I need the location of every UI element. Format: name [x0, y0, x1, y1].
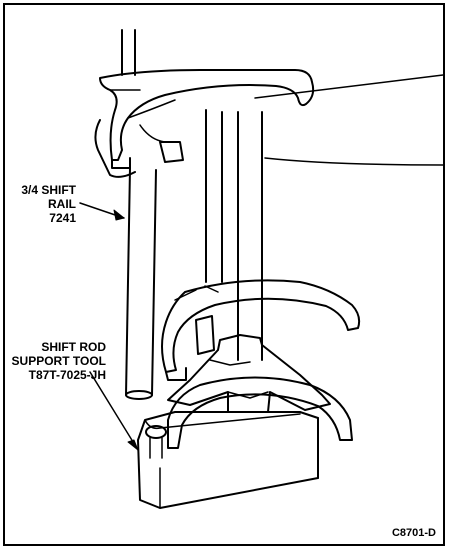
rail-label: 3/4 SHIFT RAIL 7241 [10, 183, 76, 225]
tool-label: SHIFT ROD SUPPORT TOOL T87T-7025-JH [6, 340, 106, 382]
tool-label-line1: SHIFT ROD [41, 340, 106, 354]
figure-frame [3, 3, 445, 546]
tool-leader-line [89, 371, 139, 451]
rail-label-line2: RAIL [48, 197, 76, 211]
housing-line-upper [254, 74, 444, 99]
housing-outline [94, 119, 136, 178]
housing-line-lower [264, 157, 444, 166]
lower-shift-fork [161, 279, 361, 381]
support-tool-upright [167, 334, 331, 413]
shift-rail-center [205, 109, 223, 283]
rail-label-line3: 7241 [49, 211, 76, 225]
shift-rail-3-4 [121, 29, 157, 400]
rail-leader-arrow [113, 209, 125, 221]
upper-shift-fork [99, 69, 315, 169]
figure-code: C8701-D [391, 527, 436, 539]
shift-rod-support-tool [137, 411, 319, 509]
rail-label-line1: 3/4 SHIFT [21, 183, 76, 197]
shift-rail-right [237, 111, 263, 361]
fork-seat-arc [167, 376, 353, 449]
tool-label-line3: T87T-7025-JH [28, 368, 106, 382]
tool-leader-arrow [127, 439, 139, 451]
tool-label-line2: SUPPORT TOOL [11, 354, 106, 368]
